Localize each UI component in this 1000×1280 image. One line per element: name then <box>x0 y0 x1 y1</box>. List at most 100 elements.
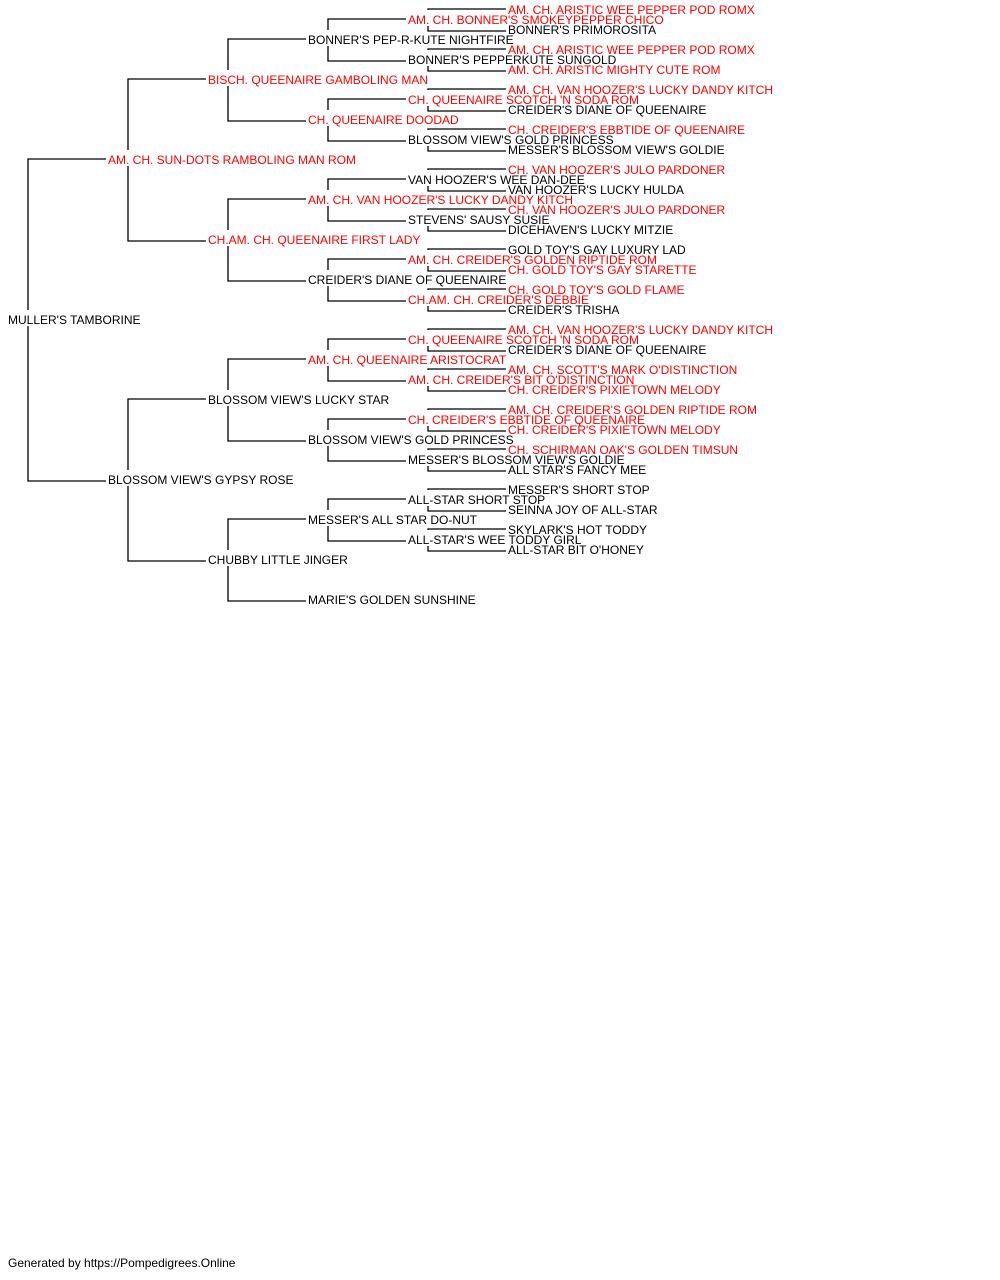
connector-sire-sire-sire-dam <box>327 46 406 62</box>
dog-name-sire-dam-sire-sire-sire: CH. VAN HOOZER'S JULO PARDONER <box>508 163 726 177</box>
connector-sire-sire-dam-dam-dam <box>427 146 506 152</box>
dog-name-dam-sire-dam-sire: CH. CREIDER'S EBBTIDE OF QUEENAIRE <box>408 413 645 427</box>
connector-sire-dam-dam-sire-sire <box>427 248 506 250</box>
connector-sire-dam-sire <box>227 198 306 230</box>
connector-sire-dam-dam-dam <box>327 286 406 302</box>
dog-name-sire-dam: CH.AM. CH. QUEENAIRE FIRST LADY <box>208 233 420 247</box>
dog-name-dam-dam-sire-sire-sire: MESSER'S SHORT STOP <box>508 483 650 497</box>
dog-name-dam-sire-sire-dam: AM. CH. CREIDER'S BIT O'DISTINCTION <box>408 373 634 387</box>
connector-sire-dam-dam <box>227 246 306 282</box>
dog-name-dam-sire-dam-sire-sire: AM. CH. CREIDER'S GOLDEN RIPTIDE ROM <box>508 403 757 417</box>
connector-dam-sire-sire-sire-dam <box>427 346 506 352</box>
connector-dam-sire-dam-dam <box>327 446 406 462</box>
connector-dam-dam-sire-dam <box>327 526 406 542</box>
dog-name-dam-dam-sire: MESSER'S ALL STAR DO-NUT <box>308 513 478 527</box>
dog-name-sire-dam-sire-dam: STEVENS' SAUSY SUSIE <box>408 213 549 227</box>
dog-name-dam-sire-dam-dam-dam: ALL STAR'S FANCY MEE <box>508 463 646 477</box>
connector-dam-dam-sire-dam-sire <box>427 528 506 530</box>
dog-name-sire-dam-dam-dam-dam: CREIDER'S TRISHA <box>508 303 619 317</box>
dog-name-dam-sire-sire-dam-dam: CH. CREIDER'S PIXIETOWN MELODY <box>508 383 721 397</box>
dog-name-dam-sire-dam-dam: MESSER'S BLOSSOM VIEW'S GOLDIE <box>408 453 625 467</box>
connector-dam-sire-dam-dam-sire <box>427 448 506 450</box>
connector-sire-sire-sire-sire-sire <box>427 8 506 10</box>
connector-sire-sire-sire-sire-dam <box>427 26 506 32</box>
connector-dam <box>27 326 106 482</box>
generated-by-footer: Generated by https://Pompedigrees.Online <box>8 1256 236 1270</box>
connector-dam-dam-sire-sire <box>327 498 406 510</box>
connector-dam-sire-dam <box>227 406 306 442</box>
dog-name-dam-dam-sire-sire-dam: SEINNA JOY OF ALL-STAR <box>508 503 658 517</box>
connector-dam-sire-sire-dam-sire <box>427 368 506 370</box>
connector-sire-dam-dam-dam-dam <box>427 306 506 312</box>
dog-name-sire-sire-dam-sire-sire: AM. CH. VAN HOOZER'S LUCKY DANDY KITCH <box>508 83 773 97</box>
dog-name-sire-sire-sire-sire-dam: BONNER'S PRIMOROSITA <box>508 23 656 37</box>
dog-name-sire-sire-sire-dam-sire: AM. CH. ARISTIC WEE PEPPER POD ROMX <box>508 43 755 57</box>
connector-sire-dam-sire-dam-sire <box>427 208 506 210</box>
dog-name-sire-sire-sire-sire-sire: AM. CH. ARISTIC WEE PEPPER POD ROMX <box>508 3 755 17</box>
connector-sire-dam-dam-sire-dam <box>427 266 506 272</box>
connector-sire-sire <box>127 78 206 150</box>
dog-name-dam-sire-dam-dam-sire: CH. SCHIRMAN OAK'S GOLDEN TIMSUN <box>508 443 738 457</box>
dog-name-dam-dam-sire-dam-sire: SKYLARK'S HOT TODDY <box>508 523 647 537</box>
connector-dam-sire-sire <box>227 358 306 390</box>
dog-name-dam-sire-sire: AM. CH. QUEENAIRE ARISTOCRAT <box>308 353 507 367</box>
connector-sire-dam-sire-sire-sire <box>427 168 506 170</box>
connector-dam-dam-sire-sire-sire <box>427 488 506 490</box>
dog-name-dam-sire-sire-sire: CH. QUEENAIRE SCOTCH 'N SODA ROM <box>408 333 639 347</box>
connector-sire-sire-dam <box>227 86 306 122</box>
dog-name-sire-dam-sire-sire-dam: VAN HOOZER'S LUCKY HULDA <box>508 183 684 197</box>
dog-name-sire-dam-dam-sire-dam: CH. GOLD TOY'S GAY STARETTE <box>508 263 697 277</box>
dog-name-sire-dam-dam-dam: CH.AM. CH. CREIDER'S DEBBIE <box>408 293 589 307</box>
connector-sire-dam <box>127 166 206 242</box>
connector-dam-sire-sire-sire <box>327 338 406 350</box>
connector-sire-dam-sire-dam-dam <box>427 226 506 232</box>
dog-name-dam-sire-sire-dam-sire: AM. CH. SCOTT'S MARK O'DISTINCTION <box>508 363 737 377</box>
dog-name-dam-dam-sire-sire: ALL-STAR SHORT STOP <box>408 493 545 507</box>
dog-name-dam-dam: CHUBBY LITTLE JINGER <box>208 553 348 567</box>
dog-name-sire: AM. CH. SUN-DOTS RAMBOLING MAN ROM <box>108 153 356 167</box>
dog-name-dam-dam-sire-dam-dam: ALL-STAR BIT O'HONEY <box>508 543 644 557</box>
dog-name-sire-dam-dam-sire: AM. CH. CREIDER'S GOLDEN RIPTIDE ROM <box>408 253 657 267</box>
dog-name-sire-dam-dam: CREIDER'S DIANE OF QUEENAIRE <box>308 273 506 287</box>
dog-name-dam-sire-sire-sire-dam: CREIDER'S DIANE OF QUEENAIRE <box>508 343 706 357</box>
dog-name-sire-dam-sire-dam-dam: DICEHAVEN'S LUCKY MITZIE <box>508 223 673 237</box>
connector-dam-sire <box>127 398 206 470</box>
dog-name-root: MULLER'S TAMBORINE <box>8 313 141 327</box>
dog-name-sire-sire-dam-sire-dam: CREIDER'S DIANE OF QUEENAIRE <box>508 103 706 117</box>
connector-dam-dam-sire-dam-dam <box>427 546 506 552</box>
connector-sire-sire-dam-sire <box>327 98 406 110</box>
connector-sire-dam-sire-sire-dam <box>427 186 506 192</box>
dog-name-sire-dam-sire-sire: VAN HOOZER'S WEE DAN-DEE <box>408 173 585 187</box>
connector-dam-sire-dam-dam-dam <box>427 466 506 472</box>
connector-sire-sire-sire <box>227 38 306 70</box>
dog-name-sire-dam-sire: AM. CH. VAN HOOZER'S LUCKY DANDY KITCH <box>308 193 573 207</box>
connector-dam-sire-dam-sire <box>327 418 406 430</box>
connector-dam-sire-dam-sire-dam <box>427 426 506 432</box>
connector-sire-dam-sire-sire <box>327 178 406 190</box>
dog-name-dam-dam-dam: MARIE'S GOLDEN SUNSHINE <box>308 593 476 607</box>
dog-name-sire-dam-dam-sire-sire: GOLD TOY'S GAY LUXURY LAD <box>508 243 686 257</box>
connector-sire-sire-dam-dam-sire <box>427 128 506 130</box>
dog-name-sire-dam-sire-dam-sire: CH. VAN HOOZER'S JULO PARDONER <box>508 203 726 217</box>
dog-name-sire-sire: BISCH. QUEENAIRE GAMBOLING MAN <box>208 73 428 87</box>
dog-name-sire-sire-sire: BONNER'S PEP-R-KUTE NIGHTFIRE <box>308 33 514 47</box>
dog-name-dam-sire-dam-sire-dam: CH. CREIDER'S PIXIETOWN MELODY <box>508 423 721 437</box>
dog-name-dam-sire-dam: BLOSSOM VIEW'S GOLD PRINCESS <box>308 433 514 447</box>
connector-dam-dam-sire <box>227 518 306 550</box>
connector-dam-sire-sire-dam <box>327 366 406 382</box>
dog-name-sire-sire-dam-dam-sire: CH. CREIDER'S EBBTIDE OF QUEENAIRE <box>508 123 745 137</box>
dog-name-sire-sire-dam-dam: BLOSSOM VIEW'S GOLD PRINCESS <box>408 133 614 147</box>
connector-sire-sire-sire-dam-sire <box>427 48 506 50</box>
connector-sire-sire-dam-sire-sire <box>427 88 506 90</box>
connector-dam-sire-dam-sire-sire <box>427 408 506 410</box>
dog-name-sire-sire-dam-sire: CH. QUEENAIRE SCOTCH 'N SODA ROM <box>408 93 639 107</box>
connector-sire-sire-sire-dam-dam <box>427 66 506 72</box>
connector-sire <box>27 158 106 310</box>
dog-name-sire-dam-dam-dam-sire: CH. GOLD TOY'S GOLD FLAME <box>508 283 685 297</box>
dog-name-dam: BLOSSOM VIEW'S GYPSY ROSE <box>108 473 293 487</box>
connector-dam-dam <box>127 486 206 562</box>
dog-name-sire-sire-sire-dam-dam: AM. CH. ARISTIC MIGHTY CUTE ROM <box>508 63 720 77</box>
connector-sire-sire-dam-sire-dam <box>427 106 506 112</box>
connector-sire-dam-dam-sire <box>327 258 406 270</box>
